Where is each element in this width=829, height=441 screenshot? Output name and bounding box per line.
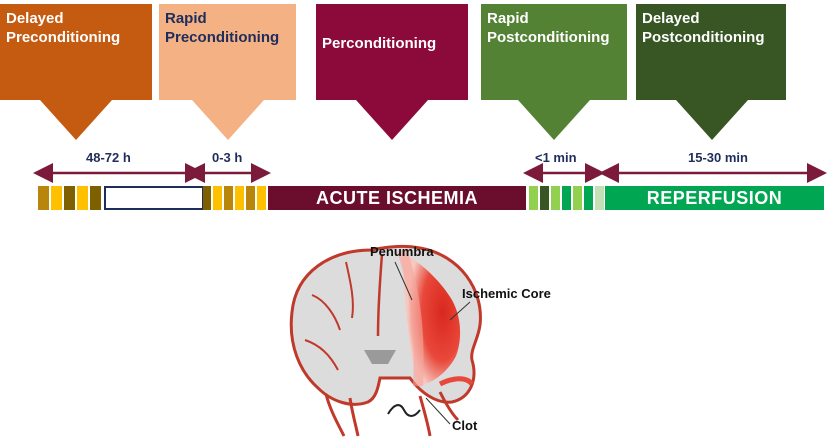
bar-stripe: [595, 186, 604, 210]
down-arrow-icon: [356, 100, 428, 140]
ischemic-core-label: Ischemic Core: [462, 286, 551, 301]
bar-stripe: [203, 186, 211, 210]
brain-illustration: [289, 244, 482, 437]
penumbra-label: Penumbra: [370, 244, 434, 259]
bar-stripe: [540, 186, 549, 210]
core-pointer: [449, 301, 471, 321]
bar-empty-box: [104, 186, 204, 210]
acute-ischemia-label: ACUTE ISCHEMIA: [315, 188, 478, 208]
bar-stripe: [224, 186, 233, 210]
stage-line2: Postconditioning: [642, 29, 765, 46]
bar-reperfusion: [605, 186, 824, 210]
clot-pointer: [425, 397, 451, 425]
stage-line2: Postconditioning: [487, 29, 610, 46]
bar-stripe: [562, 186, 571, 210]
stage-rapid-preconditioning: Rapid Preconditioning: [159, 4, 296, 100]
bar-acute-ischemia: [268, 186, 526, 210]
bar-stripe: [246, 186, 255, 210]
down-arrow-icon: [676, 100, 748, 140]
bar-stripe: [257, 186, 266, 210]
time-label-0-3h: 0-3 h: [212, 150, 243, 165]
stage-delayed-preconditioning: Delayed Preconditioning: [0, 4, 152, 100]
clot-label: Clot: [452, 418, 478, 433]
stage-rapid-postconditioning: Rapid Postconditioning: [481, 4, 627, 100]
stage-line1: Perconditioning: [322, 35, 437, 52]
stage-line1: Delayed: [642, 10, 700, 27]
bar-stripe: [573, 186, 582, 210]
down-arrow-icon: [518, 100, 590, 140]
bar-stripe: [584, 186, 593, 210]
stage-line2: Preconditioning: [165, 29, 280, 46]
bar-stripe: [64, 186, 75, 210]
stage-line1: Delayed: [6, 10, 64, 27]
bar-stripe: [38, 186, 49, 210]
time-label-48-72h: 48-72 h: [86, 150, 131, 165]
bar-stripe: [77, 186, 88, 210]
bar-stripe: [51, 186, 62, 210]
stage-delayed-postconditioning: Delayed Postconditioning: [636, 4, 786, 100]
down-arrow-icon: [40, 100, 112, 140]
bar-stripe: [90, 186, 101, 210]
time-label-15-30min: 15-30 min: [688, 150, 748, 165]
stage-line1: Rapid: [165, 10, 207, 27]
bar-stripe: [529, 186, 538, 210]
penumbra-pointer: [394, 261, 413, 301]
bar-stripe: [551, 186, 560, 210]
bar-stripe: [235, 186, 244, 210]
reperfusion-label: REPERFUSION: [646, 188, 783, 208]
stage-line1: Rapid: [487, 10, 529, 27]
down-arrow-icon: [192, 100, 264, 140]
time-label-1min: <1 min: [535, 150, 577, 165]
bar-stripe: [213, 186, 222, 210]
stage-line2: Preconditioning: [6, 29, 121, 46]
stage-perconditioning: Perconditioning: [316, 4, 468, 100]
